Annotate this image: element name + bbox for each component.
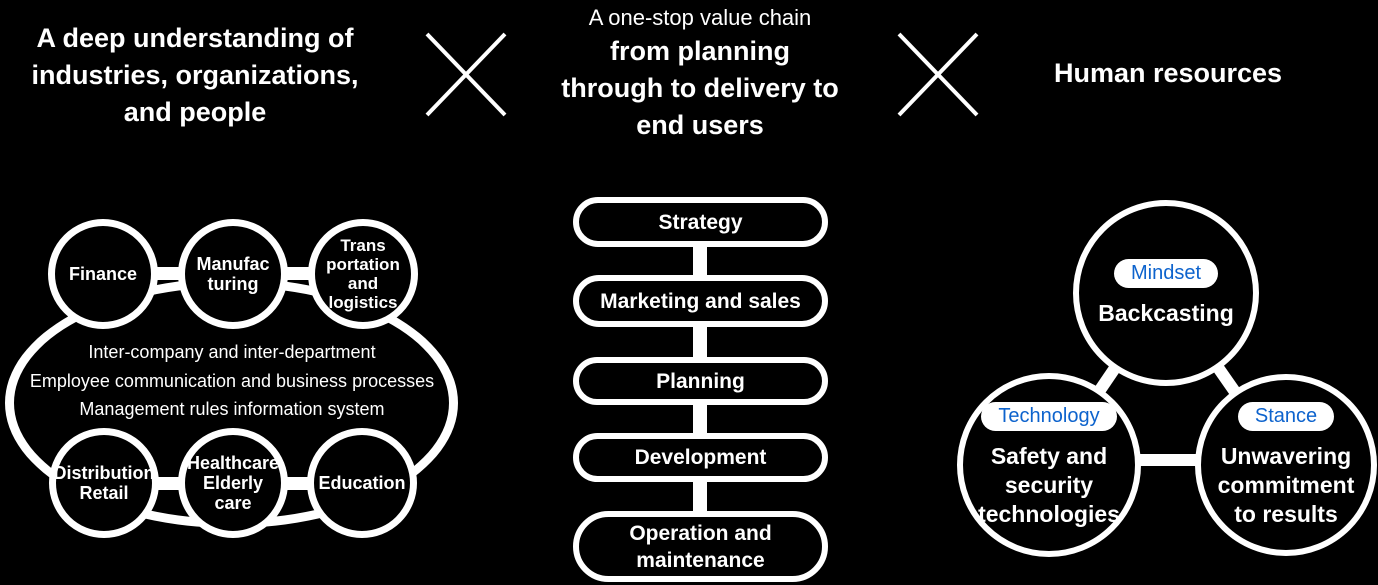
circle-label: portation bbox=[326, 255, 400, 274]
circle-label: and bbox=[347, 274, 379, 293]
connector-development-operation bbox=[693, 478, 707, 515]
center-text-line: Management rules information system bbox=[79, 399, 385, 419]
middle-title-line: end users bbox=[636, 110, 764, 140]
middle-title-small: A one-stop value chain bbox=[588, 5, 812, 30]
stance-text-line: Unwavering bbox=[1220, 442, 1352, 469]
mindset-text: Backcasting bbox=[1098, 299, 1234, 328]
multiply-icon bbox=[897, 32, 979, 117]
middle-title-line: from planning bbox=[610, 36, 790, 66]
step-development: Development bbox=[573, 433, 828, 482]
stance-badge: Stance bbox=[1237, 401, 1335, 431]
step-label: Planning bbox=[656, 369, 745, 393]
stance-text-line: to results bbox=[1234, 500, 1338, 527]
circle-label: Retail bbox=[79, 483, 129, 503]
step-label: Marketing and sales bbox=[600, 289, 801, 313]
middle-section-title: A one-stop value chain from planning thr… bbox=[480, 3, 920, 144]
connector-marketing-planning bbox=[693, 323, 707, 361]
connector-strategy-marketing bbox=[693, 243, 707, 279]
stance-text-line: commitment bbox=[1217, 471, 1355, 498]
left-section-title: A deep understanding of industries, orga… bbox=[0, 20, 390, 131]
technology-text-line: technologies bbox=[978, 500, 1120, 527]
technology-badge: Technology bbox=[981, 401, 1117, 431]
circle-education: Education bbox=[307, 428, 417, 538]
circle-label: Manufac bbox=[196, 254, 270, 274]
step-label: Strategy bbox=[658, 210, 743, 234]
center-text-line: Employee communication and business proc… bbox=[29, 370, 435, 391]
mindset-badge: Mindset bbox=[1113, 258, 1219, 288]
connector-planning-development bbox=[693, 401, 707, 437]
step-planning: Planning bbox=[573, 357, 828, 405]
center-text-line: Inter-company and inter-department bbox=[88, 342, 376, 362]
circle-technology: Technology Safety and security technolog… bbox=[957, 373, 1141, 557]
circle-label: Healthcare bbox=[186, 453, 280, 473]
left-title-line: and people bbox=[123, 97, 267, 127]
circle-label: Distribution bbox=[53, 463, 155, 483]
circle-distribution-retail: Distribution Retail bbox=[49, 428, 159, 538]
step-operation-and-maintenance: Operation and maintenance bbox=[573, 511, 828, 582]
step-label: Operation and bbox=[629, 521, 772, 545]
circle-label: Finance bbox=[68, 264, 138, 284]
circle-healthcare-elderly-care: Healthcare Elderly care bbox=[178, 428, 288, 538]
stance-text: Unwavering commitment to results bbox=[1218, 442, 1355, 529]
middle-title-line: through to delivery to bbox=[561, 73, 839, 103]
technology-text-line: security bbox=[1004, 471, 1094, 498]
circle-label: Elderly care bbox=[202, 473, 264, 513]
circle-mindset: Mindset Backcasting bbox=[1073, 200, 1259, 386]
step-strategy: Strategy bbox=[573, 197, 828, 247]
circle-label: Education bbox=[318, 473, 406, 493]
industries-center-text: Inter-company and inter-department Emplo… bbox=[12, 338, 452, 424]
step-marketing-and-sales: Marketing and sales bbox=[573, 275, 828, 327]
step-label: Development bbox=[634, 446, 767, 469]
mindset-text-line: Backcasting bbox=[1098, 299, 1234, 326]
circle-transportation-logistics: Trans portation and logistics bbox=[308, 219, 418, 329]
technology-text-line: Safety and bbox=[990, 442, 1108, 469]
circle-finance: Finance bbox=[48, 219, 158, 329]
circle-label: turing bbox=[207, 274, 259, 294]
step-label: maintenance bbox=[636, 548, 765, 572]
circle-stance: Stance Unwavering commitment to results bbox=[1195, 374, 1377, 556]
technology-text: Safety and security technologies bbox=[978, 442, 1120, 529]
multiply-icon bbox=[425, 32, 507, 117]
circle-label: logistics bbox=[328, 293, 398, 312]
right-section-title: Human resources bbox=[1053, 58, 1283, 88]
circle-manufacturing: Manufac turing bbox=[178, 219, 288, 329]
left-title-line: industries, organizations, bbox=[31, 60, 359, 90]
circle-label: Trans bbox=[340, 236, 386, 255]
left-title-line: A deep understanding of bbox=[36, 23, 354, 53]
